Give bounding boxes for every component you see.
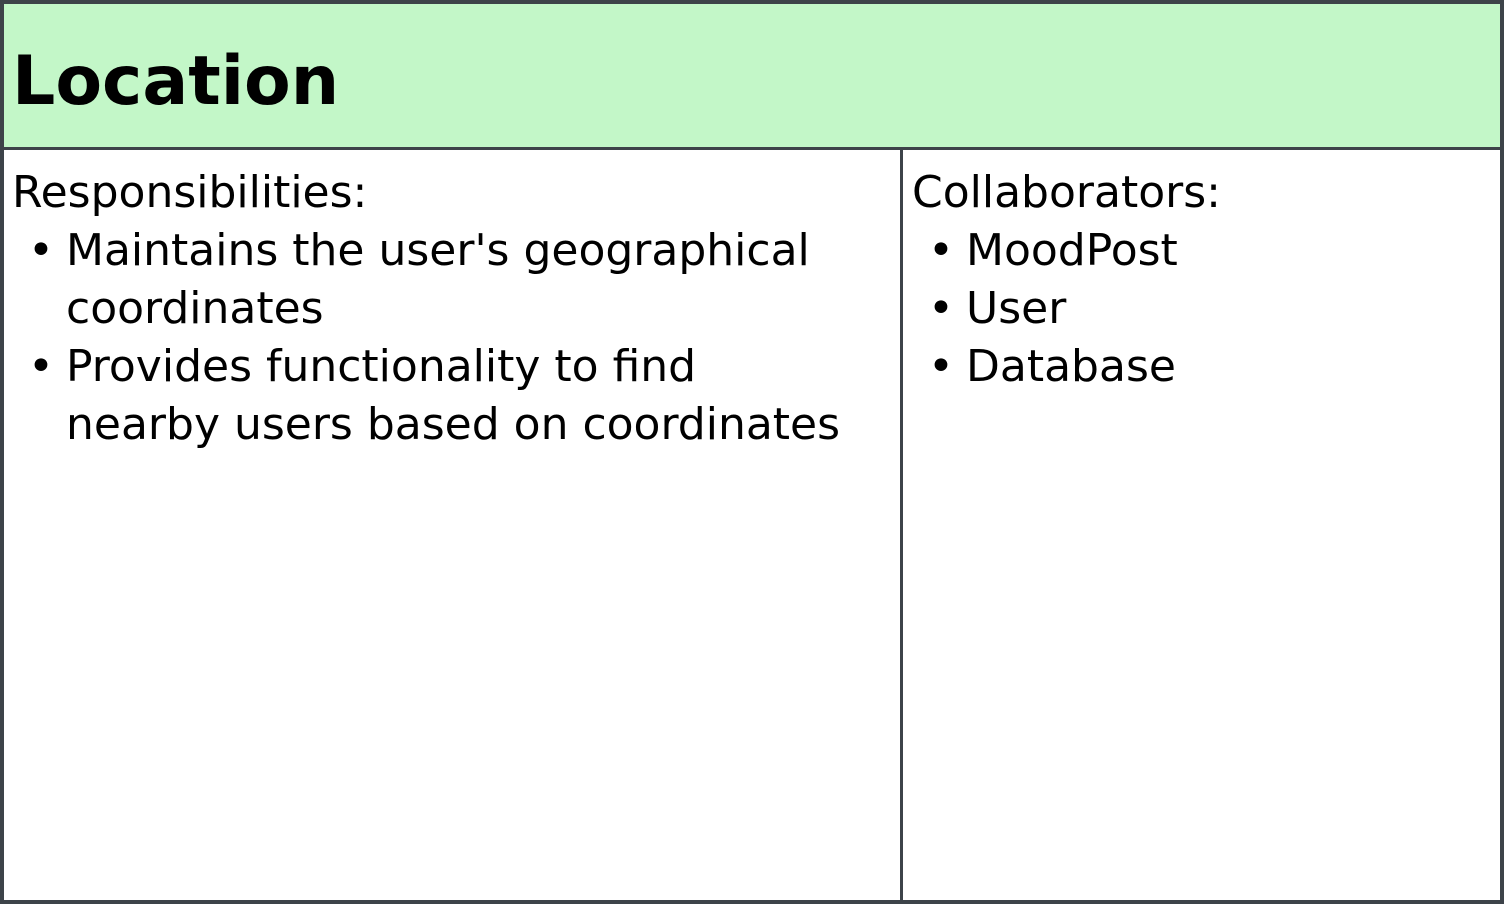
collaborator-item: • MoodPost <box>912 222 1492 280</box>
collaborator-name: MoodPost <box>966 225 1178 276</box>
collaborator-item: • Database <box>912 338 1492 396</box>
responsibility-item: • Provides functionality to find nearby … <box>12 338 892 454</box>
responsibility-line: coordinates <box>66 283 324 334</box>
card-header: Location <box>4 4 1500 150</box>
responsibilities-section: Responsibilities: • Maintains the user's… <box>12 164 892 454</box>
bullet-icon: • <box>28 225 54 276</box>
responsibility-line: Maintains the user's geographical <box>66 225 810 276</box>
collaborator-name: User <box>966 283 1067 334</box>
bullet-icon: • <box>928 341 954 392</box>
responsibility-line: nearby users based on coordinates <box>66 399 841 450</box>
column-divider <box>900 150 903 904</box>
bullet-icon: • <box>928 283 954 334</box>
responsibilities-list: • Maintains the user's geographical coor… <box>12 222 892 454</box>
collaborators-heading: Collaborators: <box>912 167 1221 218</box>
responsibility-line: Provides functionality to find <box>66 341 697 392</box>
responsibility-item: • Maintains the user's geographical coor… <box>12 222 892 338</box>
collaborators-list: • MoodPost • User • Database <box>912 222 1492 396</box>
bullet-icon: • <box>928 225 954 276</box>
collaborators-section: Collaborators: • MoodPost • User • Datab… <box>912 164 1492 396</box>
responsibilities-heading: Responsibilities: <box>12 167 368 218</box>
class-name-title: Location <box>12 42 340 121</box>
bullet-icon: • <box>28 341 54 392</box>
collaborator-name: Database <box>966 341 1176 392</box>
collaborator-item: • User <box>912 280 1492 338</box>
